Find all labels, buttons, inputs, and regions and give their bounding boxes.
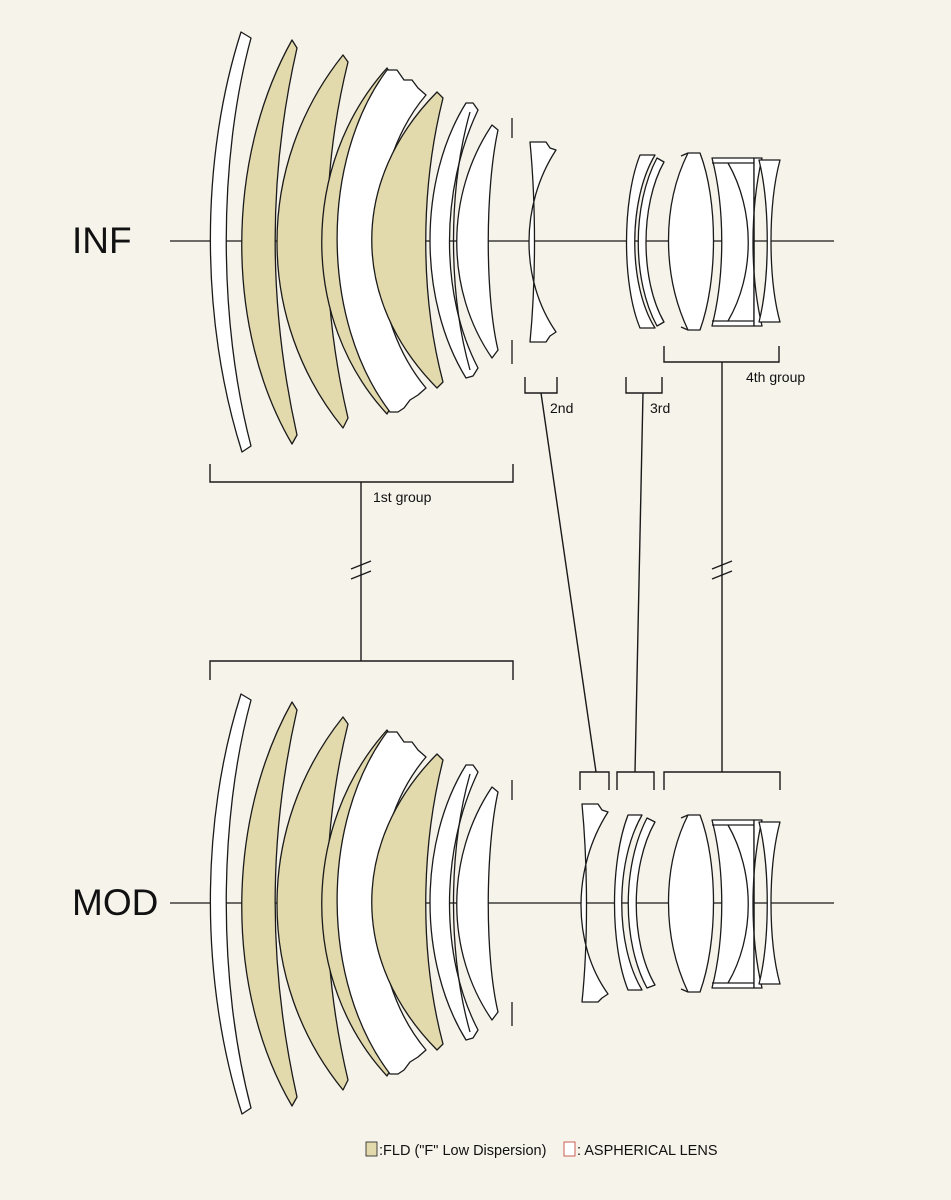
leader-3rd-group bbox=[634, 392, 644, 773]
leader-1st-break-a bbox=[350, 560, 372, 570]
legend-aspherical-text: : ASPHERICAL LENS bbox=[577, 1143, 718, 1159]
mod-bracket-2nd bbox=[579, 771, 610, 790]
mod-bracket-3rd bbox=[616, 771, 655, 790]
leader-4th-break-a bbox=[711, 560, 733, 570]
leader-4th-break-b bbox=[711, 570, 733, 580]
inf-g3-lens-1 bbox=[625, 154, 656, 329]
legend-fld-swatch bbox=[365, 1141, 378, 1157]
label-1st-group: 1st group bbox=[373, 489, 432, 505]
inf-g2-lens bbox=[528, 141, 557, 343]
mod-g3-lens-2 bbox=[627, 817, 656, 989]
leader-1st-break-b bbox=[350, 570, 372, 580]
inf-g3-lens-2 bbox=[637, 157, 665, 327]
mod-bracket-1st bbox=[209, 660, 514, 680]
inf-bracket-3rd bbox=[625, 377, 663, 394]
label-2nd-group: 2nd bbox=[550, 400, 573, 416]
label-4th-group: 4th group bbox=[746, 369, 805, 385]
leader-2nd-group bbox=[540, 392, 597, 773]
label-3rd-group: 3rd bbox=[650, 400, 670, 416]
inf-label: INF bbox=[72, 220, 132, 261]
mod-label: MOD bbox=[72, 882, 158, 923]
mod-g2-lens bbox=[580, 803, 609, 1003]
mod-g3-lens-1 bbox=[613, 814, 643, 991]
legend-aspherical-swatch bbox=[563, 1141, 576, 1157]
mod-bracket-4th bbox=[663, 771, 781, 790]
legend-fld-text: :FLD ("F" Low Dispersion) bbox=[379, 1143, 546, 1159]
